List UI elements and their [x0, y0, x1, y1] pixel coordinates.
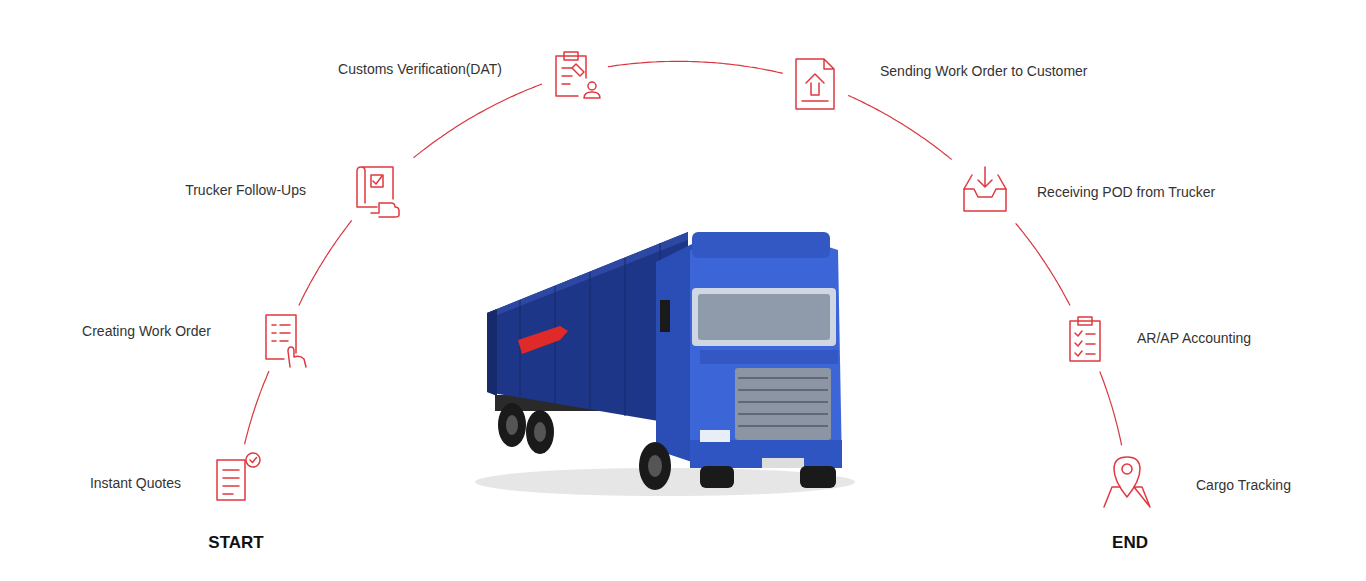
customs-icon: [556, 52, 600, 98]
step-label: Trucker Follow-Ups: [185, 182, 306, 199]
work-order-icon: [266, 315, 306, 367]
step-label: Sending Work Order to Customer: [880, 63, 1088, 80]
arc-connector: [245, 371, 269, 444]
process-step: Receiving POD from Trucker: [957, 162, 1013, 218]
step-label: AR/AP Accounting: [1137, 330, 1251, 347]
arc-connector: [608, 61, 783, 73]
step-label: Cargo Tracking: [1196, 477, 1291, 494]
quote-icon: [217, 453, 260, 500]
flow-endpoint-label: END: [1112, 533, 1148, 553]
arc-connector: [1100, 372, 1122, 446]
tracking-icon: [1104, 457, 1150, 507]
arc-connector: [1016, 223, 1070, 305]
flow-endpoint-label: START: [208, 533, 263, 553]
process-step: Cargo Tracking: [1099, 450, 1155, 506]
step-label: Instant Quotes: [90, 475, 181, 492]
process-step: AR/AP Accounting: [1057, 310, 1113, 366]
process-step: Instant Quotes: [210, 449, 266, 505]
process-step: Sending Work Order to Customer: [787, 54, 843, 110]
send-icon: [796, 59, 834, 109]
step-label: Creating Work Order: [82, 323, 211, 340]
arc-connector: [414, 84, 542, 158]
accounting-icon: [1070, 317, 1100, 361]
process-step: Creating Work Order: [257, 310, 313, 366]
process-step: Customs Verification(DAT): [547, 45, 603, 101]
process-step: Trucker Follow-Ups: [352, 160, 408, 216]
receive-icon: [964, 167, 1006, 211]
arc-connector: [848, 95, 951, 159]
follow-up-icon: [357, 167, 399, 217]
step-label: Customs Verification(DAT): [338, 61, 502, 78]
step-label: Receiving POD from Trucker: [1037, 184, 1215, 201]
arc-connector: [299, 220, 352, 305]
